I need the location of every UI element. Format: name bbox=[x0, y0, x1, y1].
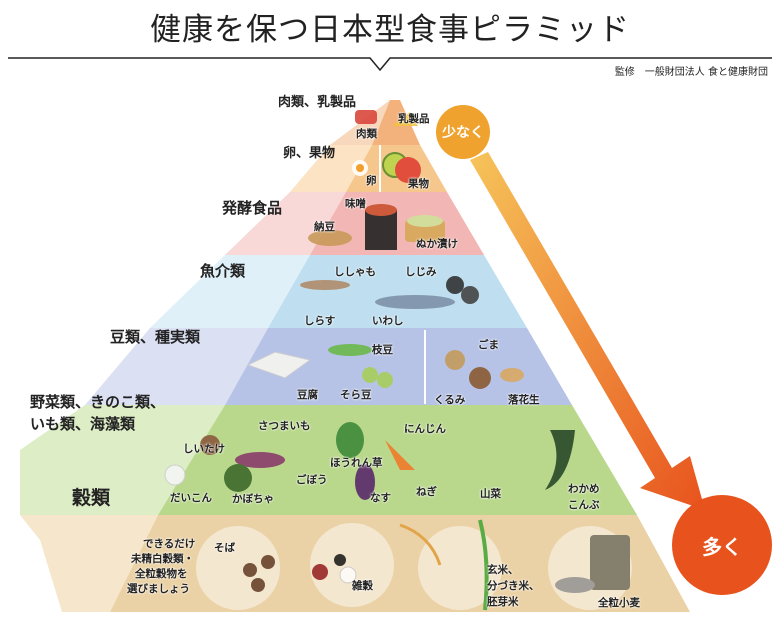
tier-label-fermented: 発酵食品 bbox=[222, 199, 283, 217]
item-rice-3: 胚芽米 bbox=[487, 596, 519, 608]
tier-label-fish: 魚介類 bbox=[200, 262, 246, 280]
tier-meat bbox=[372, 100, 420, 145]
credit-text: 監修 一般財団法人 食と健康財団 bbox=[614, 67, 768, 78]
item-spinach: ほうれん草 bbox=[330, 457, 383, 469]
side-face-veg bbox=[20, 405, 225, 515]
tier-label-meat: 肉類、乳製品 bbox=[278, 95, 357, 110]
tier-label-eggs: 卵、果物 bbox=[283, 146, 336, 161]
item-sansai: 山菜 bbox=[480, 488, 501, 500]
page-title: 健康を保つ日本型食事ピラミッド bbox=[150, 12, 630, 48]
item-wakame: わかめ bbox=[568, 483, 600, 495]
item-rice-1: 玄米、 bbox=[487, 564, 519, 576]
grain-note-3: 全粒穀物を bbox=[135, 568, 188, 580]
item-daikon: だいこん bbox=[170, 492, 212, 504]
grain-note-1: できるだけ bbox=[143, 538, 196, 550]
item-soba: そば bbox=[214, 542, 235, 554]
item-kombu: こんぶ bbox=[568, 499, 600, 511]
item-burdock: ごぼう bbox=[296, 474, 328, 486]
item-meat: 肉類 bbox=[356, 128, 377, 140]
item-soramame: そら豆 bbox=[340, 389, 372, 401]
side-face-grain bbox=[20, 515, 158, 612]
item-shijimi: しじみ bbox=[405, 266, 437, 278]
tier-label-beans: 豆類、種実類 bbox=[110, 328, 201, 346]
item-shirasu: しらす bbox=[304, 315, 336, 327]
grain-note-4: 選びましょう bbox=[127, 583, 190, 595]
side-face-fish bbox=[150, 255, 310, 328]
item-sweet-potato: さつまいも bbox=[258, 420, 311, 432]
item-egg: 卵 bbox=[366, 175, 377, 187]
item-iwashi: いわし bbox=[372, 315, 404, 327]
grain-note-2: 未精白穀類・ bbox=[131, 553, 194, 565]
item-natto: 納豆 bbox=[314, 221, 335, 233]
item-eggplant: なす bbox=[370, 492, 391, 504]
side-face-eggs bbox=[290, 145, 372, 192]
item-pumpkin: かぼちゃ bbox=[232, 493, 274, 505]
item-nukazuke: ぬか漬け bbox=[416, 238, 458, 250]
more-badge: 多く bbox=[672, 495, 772, 595]
tier-label-veg-2: いも類、海藻類 bbox=[30, 415, 136, 433]
item-edamame: 枝豆 bbox=[372, 344, 393, 356]
item-whole-wheat: 全粒小麦 bbox=[598, 597, 640, 609]
direction-arrow bbox=[470, 152, 705, 510]
item-carrot: にんじん bbox=[404, 423, 446, 435]
item-shishamo: ししゃも bbox=[334, 266, 376, 278]
header-divider bbox=[8, 57, 772, 72]
less-badge: 少なく bbox=[436, 105, 490, 159]
item-miso: 味噌 bbox=[345, 198, 366, 210]
item-zakkoku: 雑穀 bbox=[352, 580, 373, 592]
item-walnut: くるみ bbox=[434, 394, 466, 406]
tier-label-veg-1: 野菜類、きのこ類、 bbox=[30, 393, 166, 411]
item-shiitake: しいたけ bbox=[183, 443, 225, 455]
tier-fish bbox=[268, 255, 527, 328]
tier-label-grain: 穀類 bbox=[72, 487, 111, 509]
item-tofu: 豆腐 bbox=[297, 389, 318, 401]
item-rice-2: 分づき米、 bbox=[487, 580, 540, 592]
item-sesame: ごま bbox=[478, 339, 499, 351]
item-leek: ねぎ bbox=[416, 486, 437, 498]
item-fruit: 果物 bbox=[408, 178, 429, 190]
item-peanut: 落花生 bbox=[508, 394, 540, 406]
item-dairy: 乳製品 bbox=[398, 113, 430, 125]
side-face-beans bbox=[85, 328, 268, 405]
